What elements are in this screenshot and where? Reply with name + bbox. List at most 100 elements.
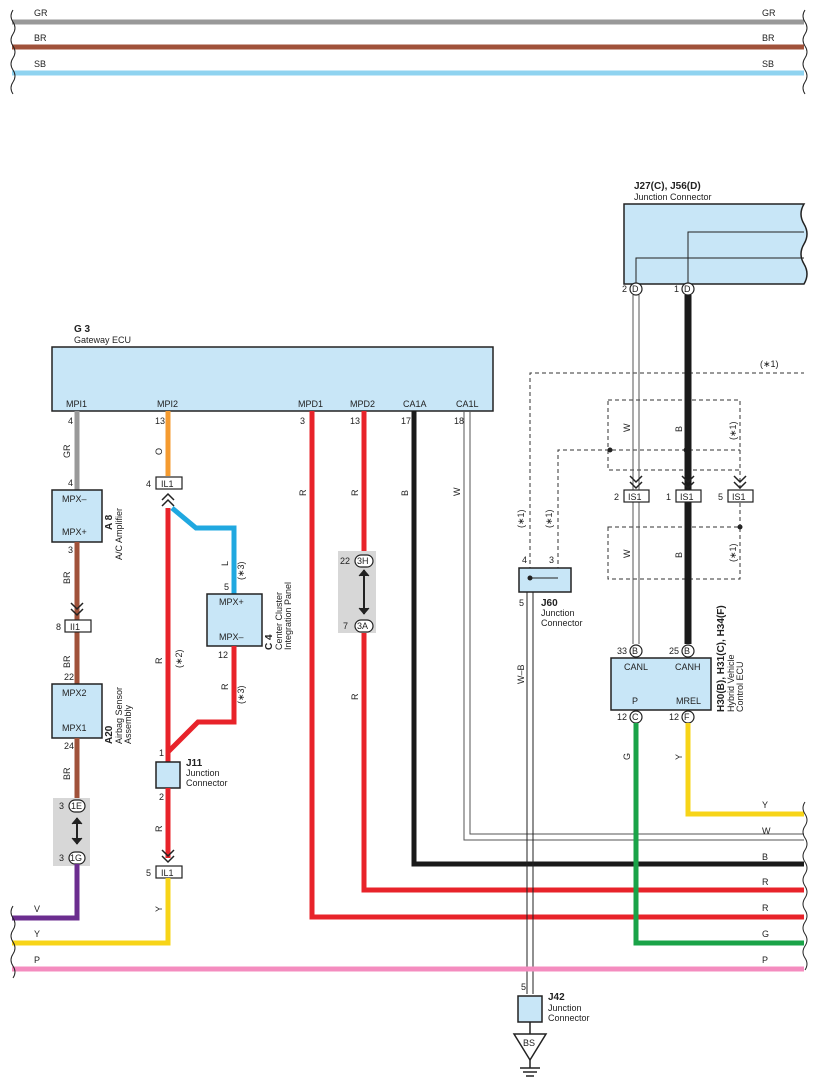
c4-name1: Center Cluster bbox=[274, 592, 284, 650]
pin-ca1l: CA1L bbox=[456, 399, 479, 409]
pin-mpi1: MPI1 bbox=[66, 399, 87, 409]
junction-j11: 1 2 J11 Junction Connector bbox=[155, 748, 228, 802]
junction-j60: 4 3 5 J60 Junction Connector bbox=[518, 555, 583, 628]
bottom-label-g: G bbox=[762, 929, 769, 939]
wire-r-c4 bbox=[166, 646, 237, 754]
hv-canl-num: 33 bbox=[617, 646, 627, 656]
il1-bottom-label: IL1 bbox=[161, 868, 174, 878]
c3h-label: 3H bbox=[357, 556, 369, 566]
hv-canl-conn: B bbox=[632, 646, 638, 656]
wire-label-gr: GR bbox=[62, 444, 72, 458]
bottom-wire-w: W bbox=[762, 826, 771, 836]
ground-icon: BS bbox=[512, 1033, 548, 1077]
pin-num-ca1a: 17 bbox=[401, 416, 411, 426]
j11-name1: Junction bbox=[186, 768, 220, 778]
connector-il1-bottom: IL1 5 bbox=[146, 865, 183, 879]
il1-top-num: 4 bbox=[146, 479, 151, 489]
connector-1e-1g: 1E 3 1G 3 bbox=[53, 798, 90, 866]
j27-pin2-num: 1 bbox=[674, 284, 679, 294]
hv-id: H30(B), H31(C), H34(F) bbox=[716, 605, 727, 712]
ac-amplifier-pin-bottom: MPX+ bbox=[62, 527, 87, 537]
wire-label-br-1: BR bbox=[62, 571, 72, 584]
airbag-num-bottom: 24 bbox=[64, 741, 74, 751]
c3h-num: 22 bbox=[340, 556, 350, 566]
c1e-num: 3 bbox=[59, 801, 64, 811]
wire-label-w-ca1l: W bbox=[452, 487, 462, 496]
wire-label-br-left: BR bbox=[34, 33, 47, 43]
wire-r-mpd2 bbox=[361, 411, 804, 893]
wire-label-b-2: B bbox=[674, 552, 684, 558]
j42-name2: Connector bbox=[548, 1013, 590, 1023]
airbag-name2: Assembly bbox=[123, 704, 133, 744]
bottom-label-r2: R bbox=[762, 903, 769, 913]
hv-canh-conn: B bbox=[684, 646, 690, 656]
c4-pin-top: MPX+ bbox=[219, 597, 244, 607]
j27-name: Junction Connector bbox=[634, 192, 712, 202]
c4-id: C 4 bbox=[264, 634, 275, 650]
wire-label-y-2: Y bbox=[34, 929, 40, 939]
connector-is1-row: IS1 2 IS1 1 IS1 5 bbox=[614, 475, 754, 503]
wire-label-br-3: BR bbox=[62, 767, 72, 780]
j60-name1: Junction bbox=[541, 608, 575, 618]
wire-label-gr-right: GR bbox=[762, 8, 776, 18]
hybrid-vehicle-ecu: B 33 B 25 CANL CANH P MREL C 12 F 12 H30… bbox=[610, 605, 745, 724]
bottom-label-w: W bbox=[762, 826, 771, 836]
gateway-ecu-id: G 3 bbox=[74, 324, 91, 335]
wire-r-mpd1 bbox=[309, 411, 804, 920]
is1-c-num: 5 bbox=[718, 492, 723, 502]
is1-a-num: 2 bbox=[614, 492, 619, 502]
wire-label-o: O bbox=[154, 448, 164, 455]
is1-a-label: IS1 bbox=[628, 492, 642, 502]
pin-mpi2: MPI2 bbox=[157, 399, 178, 409]
bottom-label-p-right: P bbox=[762, 955, 768, 965]
pin-mpd1: MPD1 bbox=[298, 399, 323, 409]
hv-mrel-num: 12 bbox=[669, 712, 679, 722]
pin-num-mpd2: 13 bbox=[350, 416, 360, 426]
airbag-pin-bottom: MPX1 bbox=[62, 723, 87, 733]
c1g-num: 3 bbox=[59, 853, 64, 863]
airbag-id: A20 bbox=[104, 725, 115, 744]
wire-v bbox=[12, 864, 80, 921]
j42-name1: Junction bbox=[548, 1003, 582, 1013]
wire-b-ca1a bbox=[411, 411, 804, 867]
wire-label-v: V bbox=[34, 904, 40, 914]
c3a-label: 3A bbox=[357, 621, 368, 631]
j11-id: J11 bbox=[186, 758, 203, 769]
wire-label-gr-left: GR bbox=[34, 8, 48, 18]
il1-bottom-num: 5 bbox=[146, 868, 151, 878]
hv-pin-p: P bbox=[632, 696, 638, 706]
note-1-a: (∗1) bbox=[760, 359, 779, 369]
wire-label-w-2: W bbox=[622, 549, 632, 558]
airbag-sensor-assembly: 22 MPX2 MPX1 24 A20 Airbag Sensor Assemb… bbox=[51, 672, 133, 751]
wire-label-g-1: G bbox=[622, 753, 632, 760]
bottom-label-y: Y bbox=[762, 800, 768, 810]
top-wire-br: BR BR bbox=[12, 33, 804, 50]
gateway-ecu: G 3 Gateway ECU MPI1 MPI2 MPD1 MPD2 CA1A… bbox=[51, 324, 494, 426]
connector-ii1: II1 8 bbox=[56, 602, 92, 633]
c4-num-bottom: 12 bbox=[218, 650, 228, 660]
j11-name2: Connector bbox=[186, 778, 228, 788]
is1-b-label: IS1 bbox=[680, 492, 694, 502]
c1g-label: 1G bbox=[70, 853, 82, 863]
wire-label-sb-left: SB bbox=[34, 59, 46, 69]
note-1-d: (∗1) bbox=[516, 509, 526, 528]
ground-label: BS bbox=[523, 1038, 535, 1048]
hv-name2: Control ECU bbox=[735, 661, 745, 712]
wire-label-sb-right: SB bbox=[762, 59, 774, 69]
top-wire-gr: GR GR bbox=[12, 8, 804, 25]
j60-num-a: 4 bbox=[522, 555, 527, 565]
hv-p-num: 12 bbox=[617, 712, 627, 722]
j42-num-top: 5 bbox=[521, 982, 526, 992]
hv-pin-canl: CANL bbox=[624, 662, 648, 672]
wire-y-mrel bbox=[685, 723, 804, 817]
airbag-pin-top: MPX2 bbox=[62, 688, 87, 698]
wire-label-br-2: BR bbox=[62, 655, 72, 668]
wire-y-left bbox=[12, 878, 171, 946]
pin-num-mpi2: 13 bbox=[155, 416, 165, 426]
connector-3h-3a: 3H 22 3A 7 bbox=[338, 551, 376, 633]
j11-num-bottom: 2 bbox=[159, 792, 164, 802]
connector-il1-top: IL1 4 bbox=[146, 476, 183, 507]
wire-label-r-c4: R bbox=[220, 683, 230, 690]
ac-amplifier-num-top: 4 bbox=[68, 478, 73, 488]
wire-label-y-3: Y bbox=[674, 754, 684, 760]
